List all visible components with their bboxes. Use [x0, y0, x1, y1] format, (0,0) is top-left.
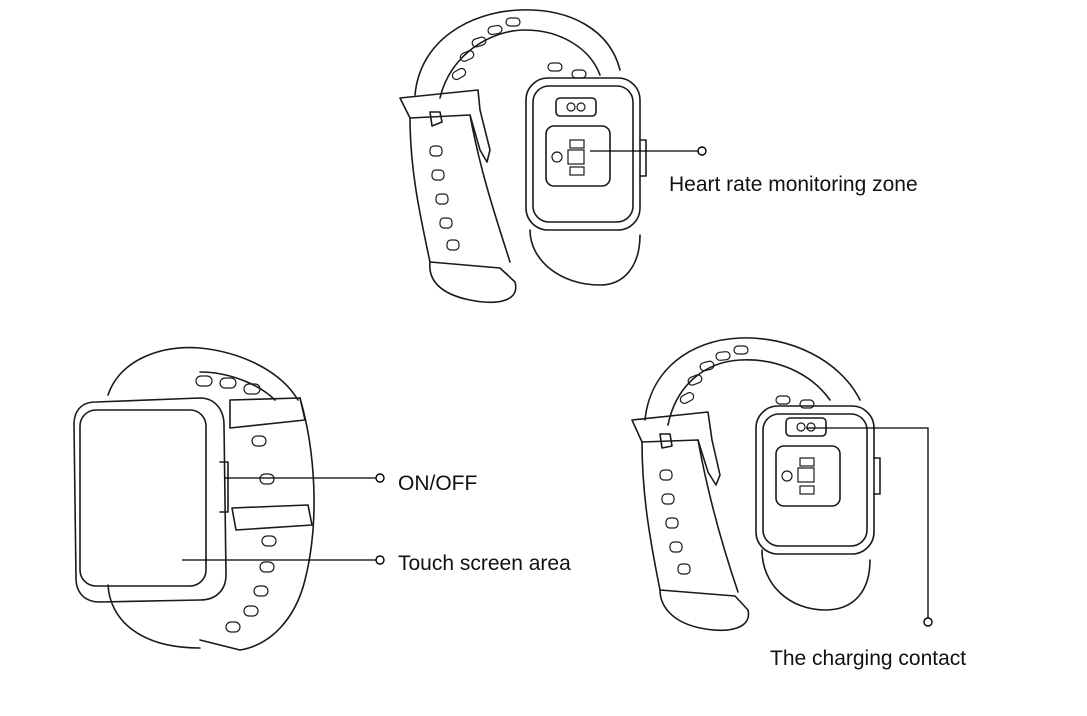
top-strap-far: [414, 9, 621, 99]
top-strap-near: [409, 114, 641, 304]
right-strap-far: [644, 337, 861, 426]
label-charging: The charging contact: [770, 647, 966, 670]
leader-heart-rate: [590, 146, 707, 156]
top-charging-contact: [555, 97, 597, 117]
right-strap-holes-far: [679, 345, 815, 409]
right-buckle-strap: [631, 411, 721, 486]
leader-on-off: [224, 473, 385, 483]
right-charging-contact: [785, 417, 827, 437]
left-strap-far: [107, 346, 299, 401]
left-watch-body: [73, 397, 227, 603]
right-strap-holes-near: [659, 469, 691, 575]
top-watch-case: [525, 77, 641, 231]
top-strap-holes-near: [429, 145, 460, 251]
left-side-button: [219, 461, 229, 513]
top-buckle-strap: [399, 89, 491, 163]
leader-charging: [806, 427, 933, 627]
top-side-button: [639, 139, 647, 177]
watch-back-right: [631, 337, 881, 632]
left-strap-holes: [195, 375, 277, 633]
label-touch-screen: Touch screen area: [398, 552, 571, 575]
top-strap-holes-far: [451, 17, 587, 81]
right-heart-rate-sensor: [775, 445, 841, 507]
label-on-off: ON/OFF: [398, 472, 477, 495]
top-heart-rate-sensor: [545, 125, 611, 187]
left-keeper: [229, 397, 313, 531]
right-side-button: [873, 457, 881, 495]
right-watch-case: [755, 405, 875, 555]
leader-touch-screen: [182, 555, 385, 565]
label-heart-rate: Heart rate monitoring zone: [669, 173, 918, 196]
right-strap-near: [641, 439, 871, 632]
watch-back-top: [399, 9, 647, 304]
left-touch-screen: [79, 409, 207, 587]
watch-front-left: [73, 346, 315, 651]
